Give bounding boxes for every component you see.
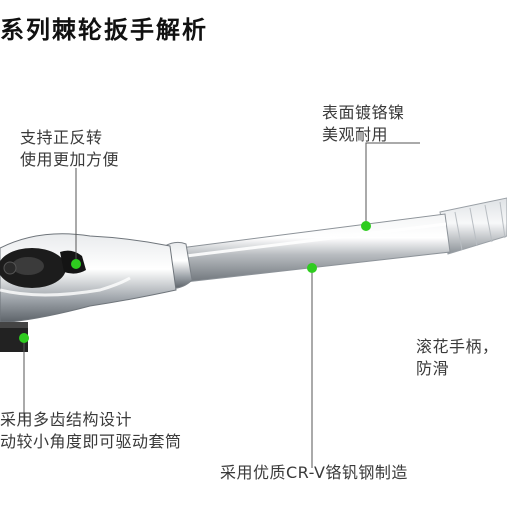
ratchet-head xyxy=(0,233,177,323)
marker-material xyxy=(307,263,317,273)
marker-multi-tooth xyxy=(19,333,29,343)
callout-markers xyxy=(19,221,371,343)
leader-lines xyxy=(23,142,420,468)
callout-reversible-line1: 支持正反转 xyxy=(20,128,103,147)
callout-reversible-line2: 使用更加方便 xyxy=(20,150,120,169)
marker-reversible xyxy=(71,259,81,269)
page-title: 系列棘轮扳手解析 xyxy=(0,16,208,44)
marker-chrome xyxy=(361,221,371,231)
square-drive xyxy=(0,322,28,352)
callout-knurled-line1: 滚花手柄， xyxy=(416,337,499,356)
callout-chrome-line1: 表面镀铬镍 xyxy=(322,103,405,122)
callout-chrome-line2: 美观耐用 xyxy=(322,125,389,144)
callout-multi-tooth-line1: 采用多齿结构设计 xyxy=(0,410,133,429)
callout-multi-tooth-line2: 动较小角度即可驱动套筒 xyxy=(0,432,182,451)
callout-knurled-line2: 防滑 xyxy=(416,359,450,378)
knurled-handle xyxy=(439,197,507,255)
callout-material: 采用优质CR-V铬钒钢制造 xyxy=(220,463,408,482)
